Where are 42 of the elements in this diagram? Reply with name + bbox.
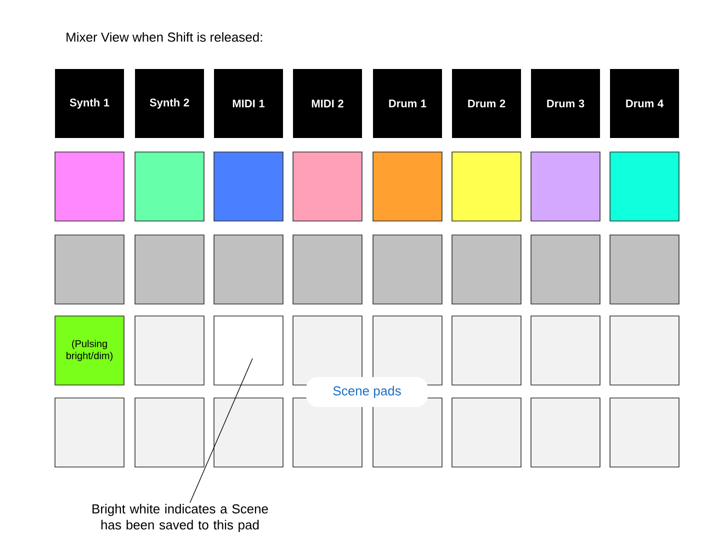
pad <box>54 234 124 304</box>
track-pad: Synth 1 <box>55 69 124 138</box>
pad <box>292 316 362 386</box>
pad <box>610 398 680 468</box>
track-pad: Drum 3 <box>531 69 600 138</box>
pad <box>54 398 124 468</box>
pad <box>372 152 442 222</box>
pad <box>452 152 522 222</box>
pad <box>214 316 284 386</box>
pad <box>610 152 680 222</box>
pad <box>530 152 600 222</box>
track-pad: Drum 4 <box>610 69 679 138</box>
pad <box>452 398 522 468</box>
pad <box>214 234 284 304</box>
track-pad: MIDI 2 <box>293 69 362 138</box>
track-pad: Drum 1 <box>373 69 442 138</box>
scene-pads-label: Scene pads <box>306 377 428 407</box>
pad <box>134 234 204 304</box>
track-pad: Synth 2 <box>135 69 204 138</box>
pad <box>134 316 204 386</box>
pad <box>214 398 284 468</box>
pad <box>372 234 442 304</box>
track-pad: Drum 2 <box>452 69 521 138</box>
pad <box>530 398 600 468</box>
pad <box>214 152 284 222</box>
pad <box>452 234 522 304</box>
track-pad: MIDI 1 <box>214 69 283 138</box>
leader-line <box>190 358 253 504</box>
pad <box>610 316 680 386</box>
pad <box>134 398 204 468</box>
pad: (Pulsing bright/dim) <box>54 316 124 386</box>
pad <box>452 316 522 386</box>
pad <box>292 152 362 222</box>
pad <box>134 152 204 222</box>
pad <box>54 152 124 222</box>
pad <box>372 316 442 386</box>
annotation: Bright white indicates a Scene has been saved to this pad <box>92 504 268 532</box>
pad <box>292 234 362 304</box>
pad <box>610 234 680 304</box>
title: Mixer View when Shift is released: <box>66 32 262 42</box>
pad <box>530 316 600 386</box>
pad <box>530 234 600 304</box>
